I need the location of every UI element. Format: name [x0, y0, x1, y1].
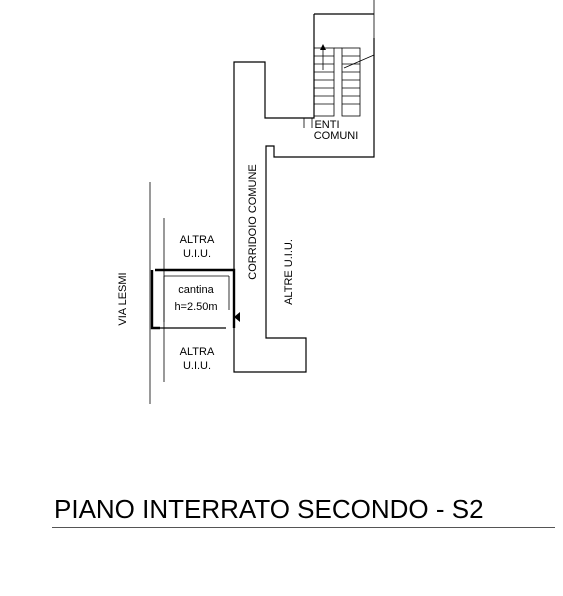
label-corridoio: CORRIDOIO COMUNE [247, 164, 259, 280]
title-underline [52, 527, 555, 528]
label-altra-bottom-1: ALTRA [180, 346, 215, 358]
label-enti-2: COMUNI [314, 130, 359, 142]
label-altra-top-1: ALTRA [180, 234, 215, 246]
label-altra-bottom-2: U.I.U. [183, 360, 211, 372]
stair-flight-left [313, 47, 335, 117]
label-enti-1: ENTI [314, 119, 339, 131]
door-marker [234, 312, 240, 322]
plan-title: PIANO INTERRATO SECONDO - S2 [54, 494, 484, 524]
label-cantina-height: h=2.50m [174, 301, 217, 313]
cantina-room [150, 268, 240, 330]
stair-flight-right [341, 47, 361, 117]
label-via: VIA LESMI [117, 272, 129, 325]
stair-arrow-head [320, 44, 326, 50]
stair-steps [314, 55, 360, 105]
label-altre-uiu: ALTRE U.I.U. [283, 239, 295, 305]
label-altra-top-2: U.I.U. [183, 248, 211, 260]
stair-block [233, 0, 375, 373]
stair-cut-line [343, 54, 375, 69]
label-cantina: cantina [178, 284, 214, 296]
